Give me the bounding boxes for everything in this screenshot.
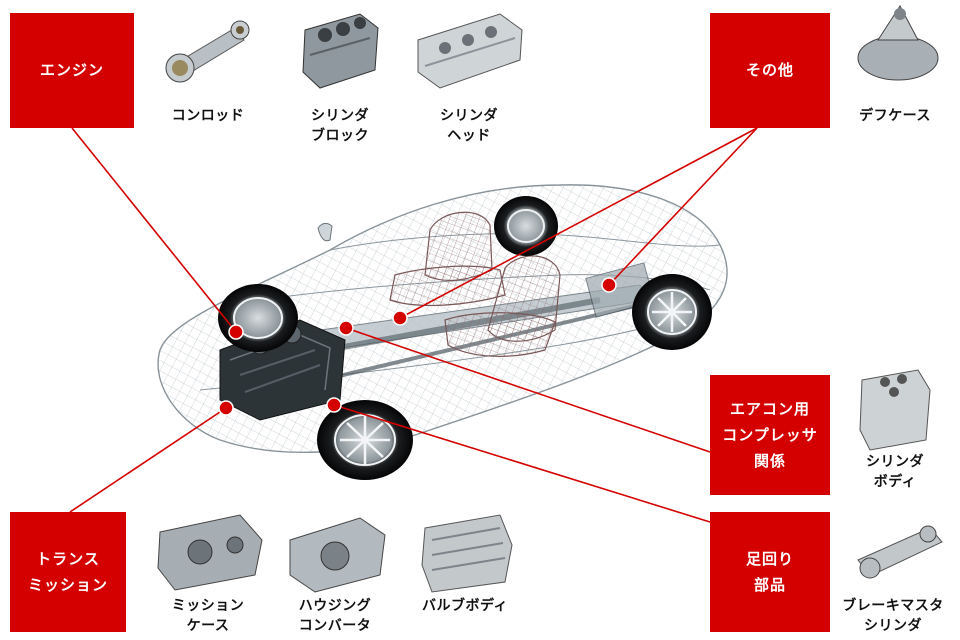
cylinder-head-image (417, 13, 523, 89)
seat-front (444, 255, 561, 357)
marker-aircon (338, 320, 354, 336)
leader-other-2 (608, 127, 758, 286)
category-suspension: 足回り 部品 (710, 512, 830, 632)
leader-other-1 (399, 127, 758, 319)
part-label-cylinder-block: シリンダ ブロック (311, 108, 369, 145)
marker-engine (228, 324, 244, 340)
leader-suspension (333, 404, 711, 523)
wheel-rear-left (494, 196, 558, 256)
mission-case-image (157, 514, 263, 591)
cylinder-block-image (302, 13, 379, 89)
wheel-front-left (218, 284, 298, 352)
marker-other-1 (392, 310, 408, 326)
part-label-housing-converter: ハウジング コンバータ (298, 598, 372, 635)
diff-case-image (857, 5, 939, 81)
valve-body-image (421, 514, 513, 593)
marker-dots (218, 277, 617, 416)
leader-aircon (345, 327, 711, 453)
category-other: その他 (710, 13, 830, 128)
part-label-cylinder-body: シリンダ ボディ (866, 454, 924, 491)
part-label-valve-body: バルブボディ (421, 598, 509, 614)
part-label-diff-case: デフケース (859, 108, 931, 124)
leader-engine (71, 127, 237, 333)
seat-rear (389, 211, 506, 307)
part-label-brake-master-cylinder: ブレーキマスタ シリンダ (842, 598, 944, 635)
marker-other-2 (601, 277, 617, 293)
leader-lines (69, 127, 758, 523)
marker-transmission (218, 400, 234, 416)
category-transmission: トランス ミッション (10, 512, 126, 632)
cylinder-body-image (859, 369, 931, 451)
part-images (157, 5, 943, 593)
housing-converter-image (289, 517, 386, 593)
part-label-cylinder-head: シリンダ ヘッド (440, 108, 498, 145)
category-engine: エンジン (10, 13, 134, 128)
part-label-mission-case: ミッション ケース (171, 598, 245, 635)
wheel-front-right (317, 400, 413, 480)
part-label-conrod: コンロッド (171, 108, 245, 124)
marker-suspension (326, 397, 342, 413)
category-aircon-compressor: エアコン用 コンプレッサ 関係 (710, 375, 830, 495)
wheel-rear-right (632, 274, 712, 350)
leader-transmission (69, 407, 227, 513)
conrod-image (165, 20, 250, 83)
brake-master-cylinder-image (857, 525, 943, 579)
